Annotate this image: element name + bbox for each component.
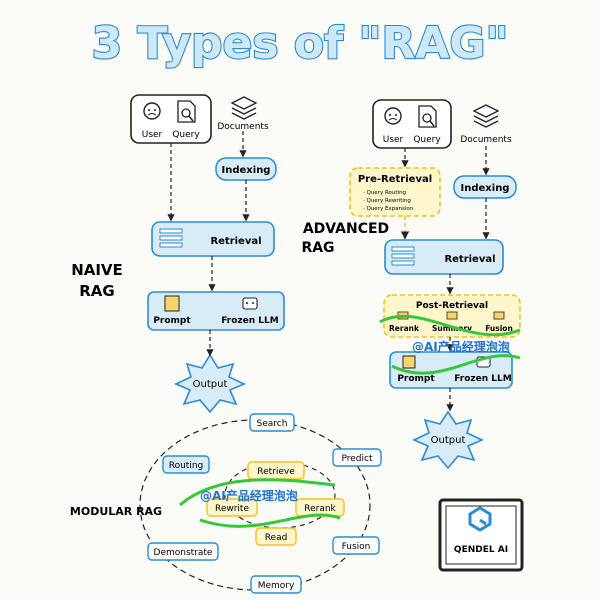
- naive-query-label: Query: [172, 130, 200, 140]
- watermark-text-modular: @AI产品经理泡泡: [200, 488, 298, 503]
- adv-prompt-label: Prompt: [397, 374, 435, 384]
- watermark-swoosh: [379, 314, 521, 337]
- adv-llm-label: Frozen LLM: [454, 374, 512, 384]
- naive-indexing-label: Indexing: [222, 165, 271, 176]
- page-title: 3 Types of "RAG": [92, 18, 509, 69]
- naive-retrieval-label: Retrieval: [210, 236, 261, 247]
- adv-query-label: Query: [413, 135, 441, 145]
- user-icon: [143, 102, 161, 120]
- pre-item-expansion: · Query Expansion: [363, 206, 414, 212]
- naive-rag-section: User Query Documents Indexing Retrieval: [71, 94, 285, 414]
- naive-rag-label-line2: RAG: [79, 282, 114, 300]
- modular-rag-label: MODULAR RAG: [70, 505, 162, 518]
- naive-documents-icon: [230, 96, 258, 120]
- naive-prompt-label: Prompt: [153, 316, 191, 326]
- adv-documents-label: Documents: [460, 135, 512, 145]
- watermark-modular: @AI产品经理泡泡: [179, 478, 341, 528]
- fusion-icon: [493, 311, 505, 320]
- post-fusion-label: Fusion: [485, 324, 513, 333]
- watermark-text-advanced: @AI产品经理泡泡: [412, 339, 510, 354]
- query-icon: [418, 105, 437, 128]
- naive-rag-label-line1: NAIVE: [71, 261, 123, 279]
- module-routing-label: Routing: [169, 461, 204, 471]
- naive-retrieval-list-icon: [159, 228, 183, 248]
- watermark-advanced: @AI产品经理泡泡: [379, 314, 521, 375]
- modular-rag-section: Search Routing Predict Demonstrate Fusio…: [70, 413, 382, 594]
- post-retrieval-label: Post-Retrieval: [416, 301, 488, 311]
- module-fusion: [332, 536, 380, 555]
- qendel-logo: QENDEL AI: [438, 498, 524, 572]
- query-icon: [177, 100, 196, 123]
- module-fusion-label: Fusion: [342, 542, 371, 552]
- module-demonstrate: [147, 542, 219, 561]
- naive-documents-label: Documents: [217, 122, 269, 132]
- adv-documents-icon: [472, 104, 500, 128]
- module-rewrite-label: Rewrite: [215, 504, 249, 514]
- module-rerank-label: Rerank: [304, 504, 336, 514]
- module-routing: [162, 455, 210, 474]
- watermark-swoosh: [179, 478, 336, 507]
- naive-user-label: User: [142, 130, 163, 140]
- adv-user-label: User: [383, 135, 404, 145]
- pre-item-rewriting: · Query Rewriting: [363, 198, 411, 204]
- module-search-label: Search: [257, 419, 288, 429]
- naive-llm-icon: [242, 297, 258, 310]
- adv-indexing-box: [453, 175, 517, 199]
- module-memory: [250, 575, 302, 594]
- adv-indexing-label: Indexing: [461, 183, 510, 194]
- advanced-rag-label-line1: ADVANCED: [303, 221, 389, 237]
- post-rerank-label: Rerank: [389, 324, 420, 333]
- naive-prompt-icon: [164, 295, 180, 312]
- module-memory-label: Memory: [258, 581, 295, 591]
- module-search: [249, 413, 295, 432]
- summary-icon: [446, 311, 458, 320]
- adv-prompt-icon: [402, 355, 416, 369]
- naive-llm-label: Frozen LLM: [221, 316, 279, 326]
- adv-output-burst: [412, 410, 484, 470]
- advanced-rag-section: User Query Documents Pre-Retrieval · Que…: [301, 99, 521, 470]
- module-predict-label: Predict: [342, 454, 373, 464]
- pre-retrieval-box: [349, 167, 441, 217]
- logo-mark-icon: [468, 506, 492, 532]
- module-read: [255, 527, 297, 546]
- module-retrieve-label: Retrieve: [257, 467, 295, 477]
- adv-output-label: Output: [431, 435, 466, 446]
- naive-output-label: Output: [193, 379, 228, 390]
- module-read-label: Read: [265, 533, 288, 543]
- advanced-rag-label-line2: RAG: [301, 240, 334, 256]
- module-rewrite: [206, 498, 258, 517]
- watermark-swoosh: [391, 354, 521, 375]
- watermark-swoosh: [199, 513, 341, 528]
- module-predict: [332, 448, 382, 467]
- module-demonstrate-label: Demonstrate: [154, 548, 213, 558]
- user-icon: [384, 107, 402, 125]
- adv-retrieval-label: Retrieval: [444, 254, 495, 265]
- adv-retrieval-list-icon: [391, 246, 415, 266]
- pre-item-routing: · Query Routing: [363, 190, 406, 196]
- logo-text: QENDEL AI: [454, 545, 508, 555]
- pre-retrieval-label: Pre-Retrieval: [358, 174, 432, 185]
- naive-output-burst: [174, 353, 246, 414]
